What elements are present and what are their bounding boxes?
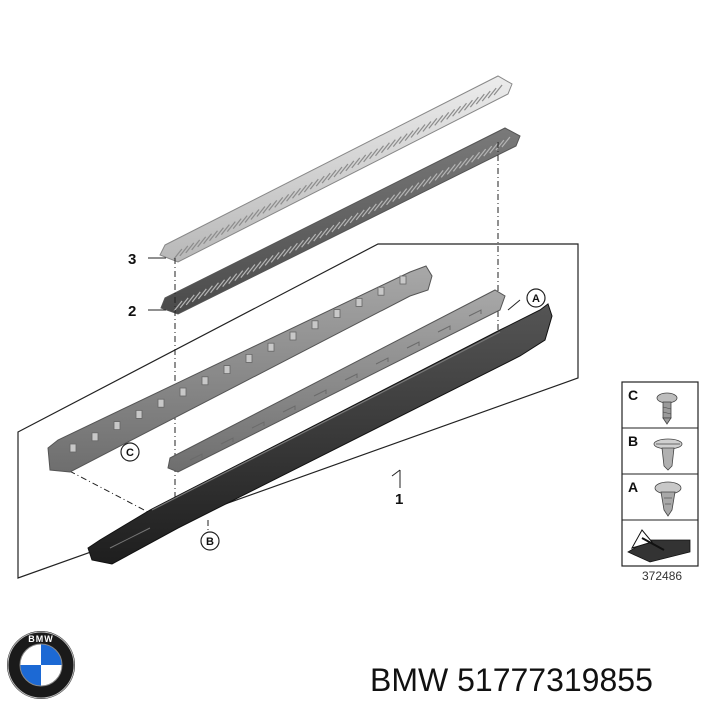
part-3-step-plate [159,75,513,263]
part-caption: BMW 51777319855 [370,662,653,699]
leader-lines [148,257,521,488]
mounting-bracket [47,265,433,473]
caption-part-number: 51777319855 [457,662,653,698]
callout-1: 1 [395,491,403,508]
direction-arrow-icon [627,529,691,563]
part-2-ribbed-strip [160,127,521,315]
callout-2: 2 [128,303,136,320]
svg-text:C: C [126,447,134,459]
clip-callout-a: A [526,288,546,308]
bmw-logo: BMW [7,631,75,699]
assembly-frame [17,243,579,579]
push-clip-icon [654,481,682,517]
screw-icon [656,392,678,425]
svg-text:A: A [532,293,540,305]
inner-cover-strip [167,289,506,473]
expanding-clip-icon [653,438,683,471]
clip-callout-b: B [200,531,220,551]
svg-text:BMW: BMW [28,634,54,644]
clip-callout-c: C [120,442,140,462]
legend-label-c: C [628,387,638,403]
fastener-legend: C B A [621,381,699,567]
part-1-side-sill [87,303,553,565]
legend-label-b: B [628,433,638,449]
callout-3: 3 [128,251,136,268]
svg-text:B: B [206,536,214,548]
reference-number: 372486 [642,569,682,583]
caption-brand: BMW [370,662,449,698]
legend-label-a: A [628,479,638,495]
